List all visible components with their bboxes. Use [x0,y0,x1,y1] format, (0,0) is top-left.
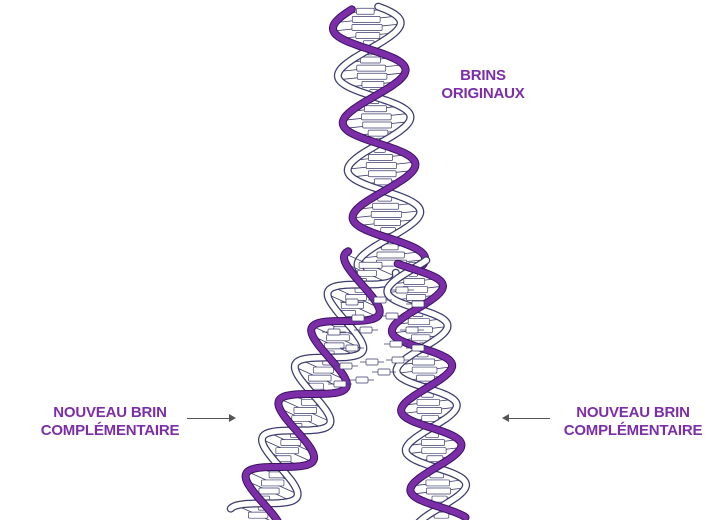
new-strand-right-label-line1: NOUVEAU BRIN [546,404,720,422]
left-pointer-line [187,418,233,419]
new-strand-left-label-line1: NOUVEAU BRIN [10,404,210,422]
right-pointer-line [506,418,550,419]
right-arrowhead [502,414,509,422]
new-strand-left-label-line2: COMPLÉMENTAIRE [10,422,210,440]
new-strand-right-label-line2: COMPLÉMENTAIRE [546,422,720,440]
original-double-helix [333,7,425,272]
new-strand-left-label: NOUVEAU BRIN COMPLÉMENTAIRE [10,404,210,440]
original-strands-label-line2: ORIGINAUX [428,85,538,103]
original-strands-label: BRINS ORIGINAUX [428,67,538,103]
original-strands-label-line1: BRINS [428,67,538,85]
left-arrowhead [229,414,236,422]
left-daughter-helix [231,251,396,520]
right-daughter-helix [387,260,466,520]
new-strand-right-label: NOUVEAU BRIN COMPLÉMENTAIRE [546,404,720,440]
